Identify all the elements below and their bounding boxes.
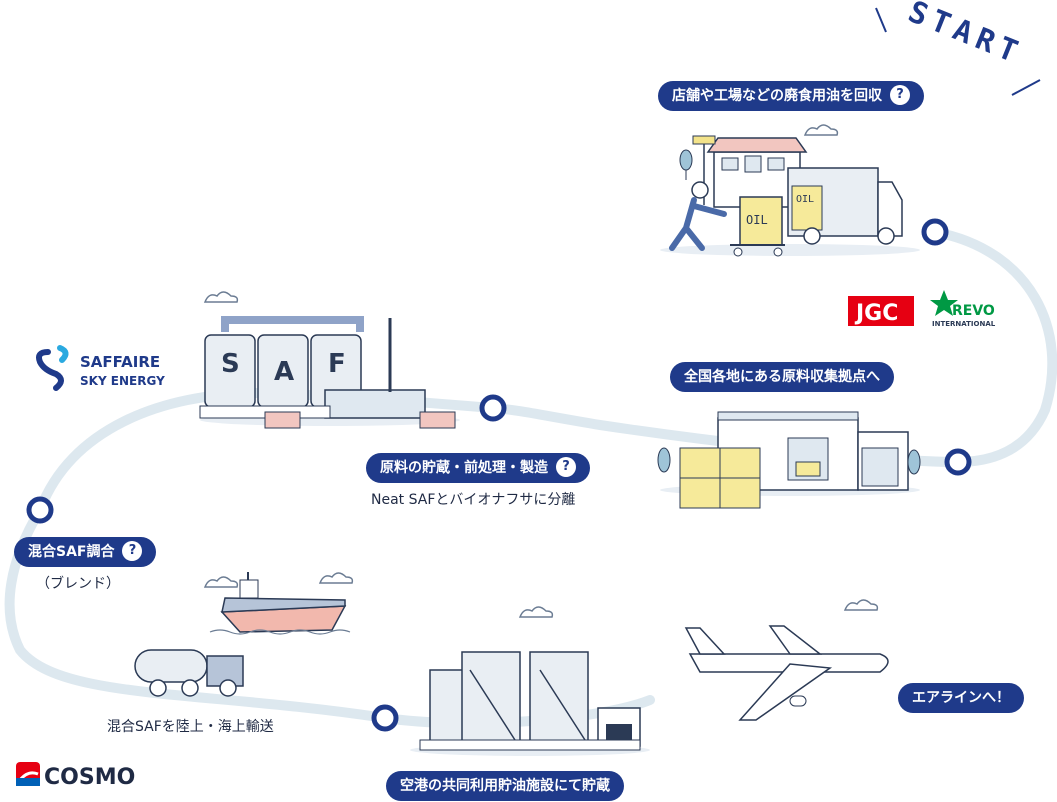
saf-plant-illustration: S A F — [199, 316, 460, 429]
saf-letter-f: F — [328, 349, 346, 379]
jgc-logo: JGC — [848, 296, 914, 326]
revo-logo: REVO INTERNATIONAL — [930, 290, 996, 328]
route-node-4 — [26, 496, 54, 524]
oil-can-label: OIL — [746, 213, 768, 227]
help-icon[interactable]: ? — [556, 457, 576, 477]
saffaire-logo-line2: SKY ENERGY — [80, 374, 165, 388]
step-collect-label: 店舗や工場などの廃食用油を回収? — [658, 81, 924, 111]
saffaire-logo-line1: SAFFAIRE — [80, 353, 160, 371]
airplane-illustration — [684, 625, 889, 721]
collection-illustration: OIL OIL — [660, 135, 920, 257]
revo-logo-sub: INTERNATIONAL — [932, 320, 996, 328]
tanker-truck-illustration — [134, 649, 244, 697]
route-node-3 — [479, 394, 507, 422]
revo-logo-name: REVO — [952, 303, 995, 319]
step-process-note: Neat SAFとバイオナフサに分離 — [371, 492, 576, 508]
hub-illustration — [657, 411, 921, 509]
cloud-icon — [203, 124, 879, 618]
help-icon[interactable]: ? — [122, 541, 143, 561]
saffaire-logo-mark — [36, 345, 69, 391]
cosmo-logo: COSMO — [16, 762, 135, 790]
step-blend-label: 混合SAF調合? — [14, 537, 157, 567]
saf-letter-s: S — [221, 349, 240, 379]
svg-text:JGC: JGC — [854, 301, 898, 326]
step-transport-note: 混合SAFを陸上・海上輸送 — [107, 719, 274, 735]
step-storage-label: 空港の共同利用貯油施設にて貯蔵 — [386, 771, 624, 801]
route-node-2 — [944, 448, 972, 476]
help-icon[interactable]: ? — [890, 85, 910, 105]
step-airline-label: エアラインへ！ — [898, 683, 1024, 713]
start-label: START — [903, 0, 1028, 72]
svg-text:COSMO: COSMO — [44, 765, 135, 790]
saf-letter-a: A — [274, 357, 294, 387]
step-process-label: 原料の貯蔵・前処理・製造? — [366, 453, 590, 483]
storage-illustration — [410, 651, 650, 756]
step-hubs-label: 全国各地にある原料収集拠点へ — [670, 362, 894, 392]
truck-oil-label: OIL — [796, 194, 814, 205]
step-blend-note: （ブレンド） — [36, 576, 120, 592]
ship-illustration — [209, 572, 351, 635]
route-node-5 — [371, 704, 399, 732]
route-node-1 — [921, 218, 949, 246]
